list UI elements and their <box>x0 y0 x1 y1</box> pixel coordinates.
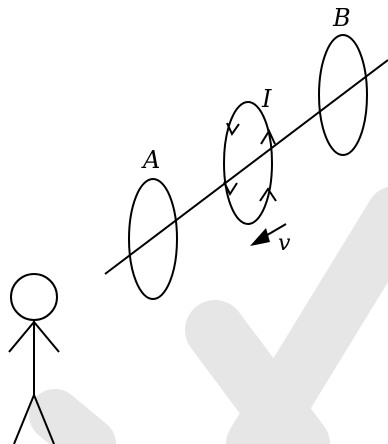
watermark-stroke-2 <box>185 300 330 444</box>
velocity-arrow-head <box>250 228 270 246</box>
velocity-label: v <box>278 231 291 256</box>
current-direction-arrows <box>223 122 277 202</box>
watermark <box>29 186 388 444</box>
observer-right-arm <box>33 321 60 353</box>
current-arrow-lower-left <box>223 181 238 197</box>
observer-figure <box>8 273 60 444</box>
axis-line <box>104 59 388 275</box>
ring-b <box>318 34 368 156</box>
observer-right-leg <box>33 394 55 444</box>
current-arrow-lower-right <box>259 187 277 202</box>
observer-left-leg <box>13 394 35 444</box>
watermark-stroke-3 <box>29 389 116 444</box>
current-label: I <box>261 85 272 113</box>
velocity-arrow <box>250 223 287 246</box>
current-arrow-upper-left <box>226 122 240 137</box>
current-loop <box>223 101 273 225</box>
observer-left-arm <box>8 321 35 353</box>
ring-b-label: B <box>332 4 351 32</box>
observer-head <box>10 273 58 321</box>
ring-a-label: A <box>141 146 160 174</box>
ring-a <box>128 178 178 300</box>
current-arrow-upper-right <box>260 128 276 145</box>
